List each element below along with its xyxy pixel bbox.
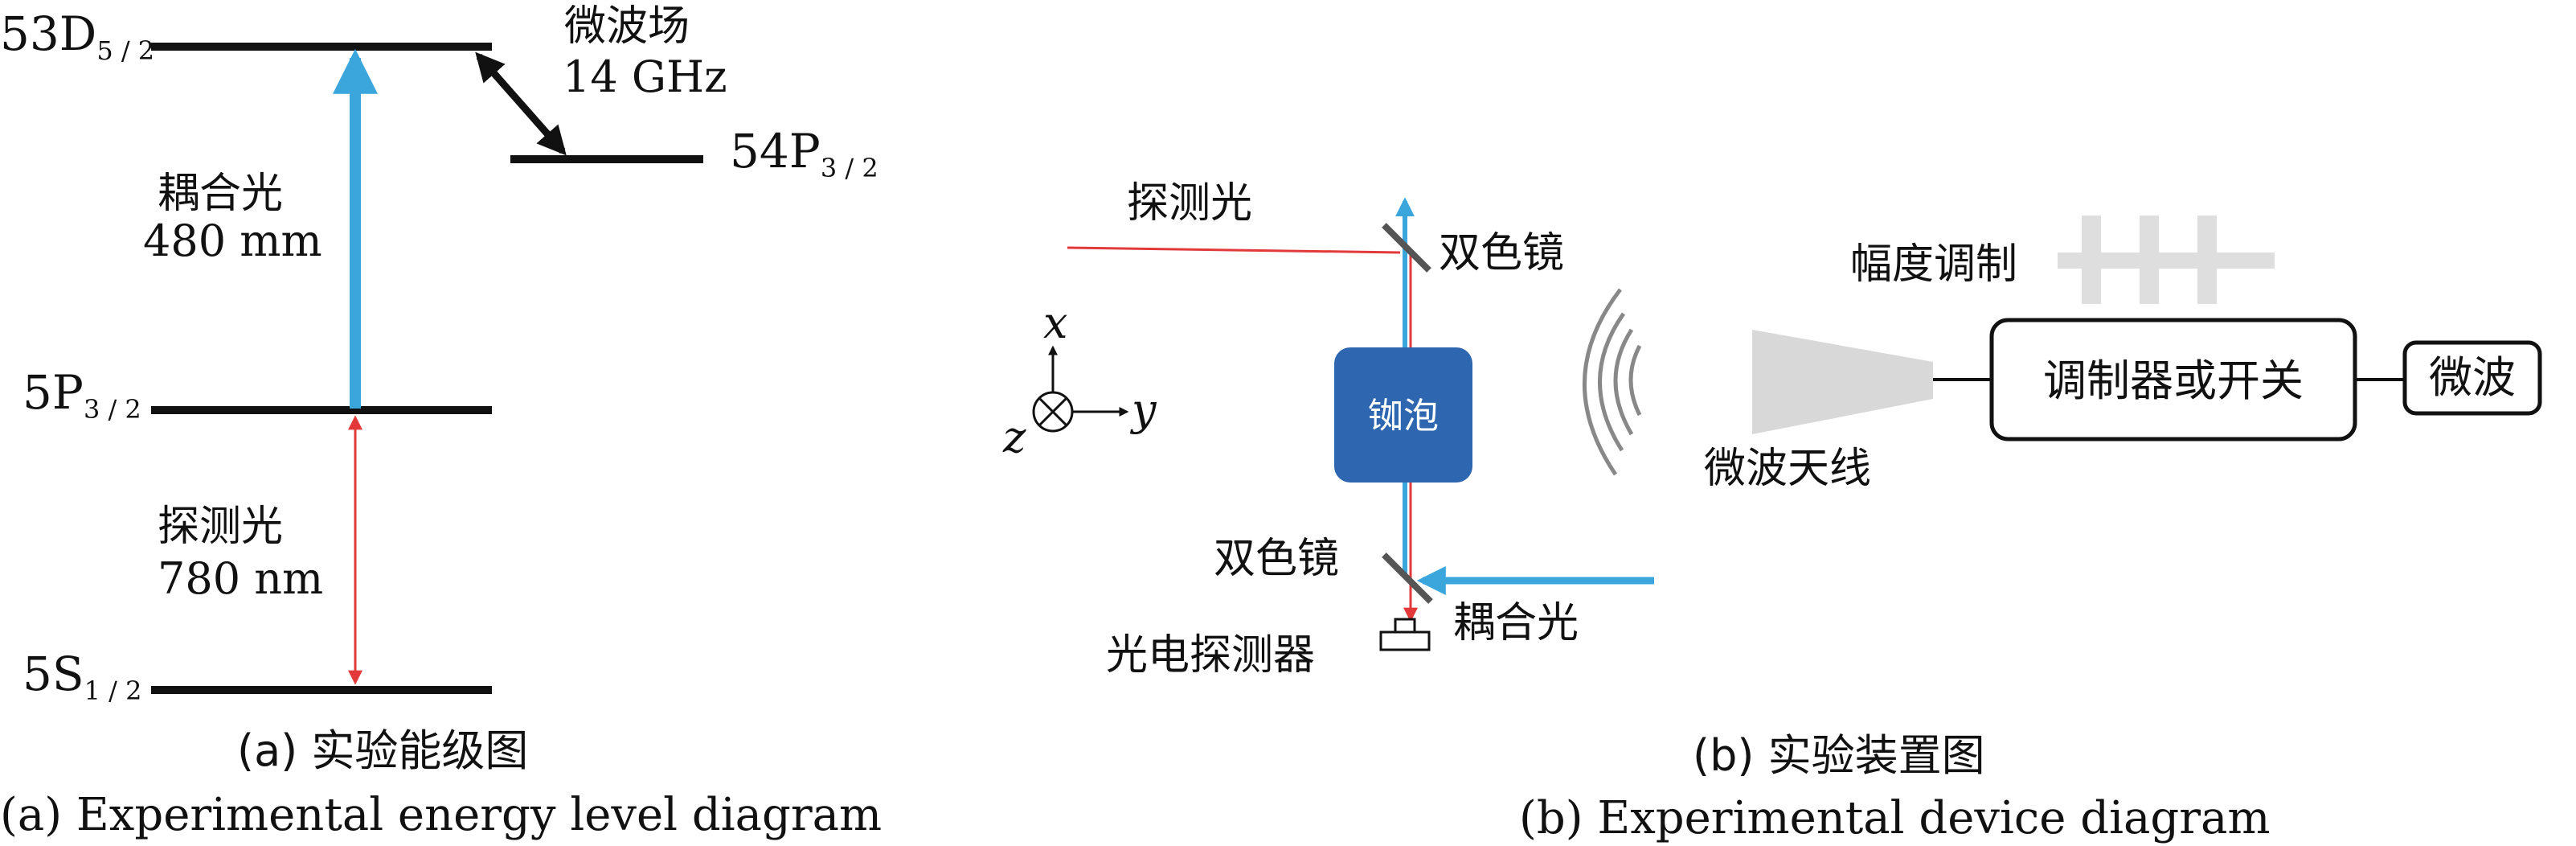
wavefront-3	[1598, 312, 1626, 452]
rubidium-cell-label: 铷泡	[1368, 396, 1439, 437]
amplitude-modulation-label: 幅度调制	[1850, 240, 2017, 289]
label-5s12: 5S1 / 2	[23, 647, 141, 706]
label-54p32: 54P3 / 2	[730, 124, 878, 183]
caption-b-en: (b) Experimental device diagram	[1519, 792, 2270, 844]
label-5p32: 5P3 / 2	[23, 365, 141, 425]
energy-level-diagram: 53D5 / 2 54P3 / 2 5P3 / 2 5S1 / 2 微波场 14…	[0, 2, 882, 841]
dichroic-mirror-bottom	[1382, 552, 1433, 604]
modulator-label: 调制器或开关	[2043, 355, 2304, 406]
z-axis-label: z	[1002, 412, 1026, 462]
microwave-source-box	[2402, 340, 2542, 416]
coupling-wavelength: 480 mm	[143, 216, 322, 266]
rubidium-cell	[1334, 347, 1472, 483]
wavefront-2	[1613, 328, 1634, 436]
caption-a-cn: (a) 实验能级图	[237, 725, 528, 776]
microwave-frequency: 14 GHz	[563, 51, 727, 102]
x-axis-label: x	[1043, 298, 1067, 348]
coupling-light-setup-label: 耦合光	[1453, 599, 1579, 647]
z-cross-b	[1038, 396, 1068, 427]
amplitude-modulation-icon	[2058, 216, 2275, 304]
caption-b-cn: (b) 实验装置图	[1693, 730, 1985, 781]
coordinate-axes: x y z	[1002, 298, 1157, 462]
microwave-field-label: 微波场	[564, 2, 690, 51]
dichroic-mirror-top	[1382, 223, 1431, 273]
label-53d52: 53D5 / 2	[0, 6, 154, 66]
probe-light-label: 探测光	[158, 503, 283, 551]
experimental-setup-diagram: 铷泡 探测光 双色镜 双色镜 耦合光 光电探测器 x y z	[1002, 179, 2542, 844]
photodetector-stem	[1394, 618, 1416, 634]
am-baseline	[2058, 253, 2275, 269]
antenna-label: 微波天线	[1704, 445, 1871, 493]
wavefront-4	[1582, 288, 1622, 476]
microwave-source-label: 微波	[2429, 352, 2516, 403]
microwave-wavefronts	[1582, 288, 1642, 476]
probe-light-setup-label: 探测光	[1127, 179, 1252, 228]
photodetector	[1379, 630, 1431, 651]
probe-wavelength: 780 nm	[158, 553, 323, 604]
dichroic-top-label: 双色镜	[1439, 229, 1564, 277]
microwave-transition-arrow	[475, 51, 567, 156]
probe-beam-horizontal	[1067, 246, 1401, 254]
wavefront-1	[1628, 344, 1642, 417]
horn-antenna	[1752, 330, 1933, 434]
photodetector-label: 光电探测器	[1106, 631, 1315, 680]
coupling-light-label: 耦合光	[158, 170, 283, 218]
caption-a-en: (a) Experimental energy level diagram	[0, 789, 882, 841]
y-axis-label: y	[1130, 384, 1157, 435]
dichroic-bottom-label: 双色镜	[1214, 535, 1339, 583]
